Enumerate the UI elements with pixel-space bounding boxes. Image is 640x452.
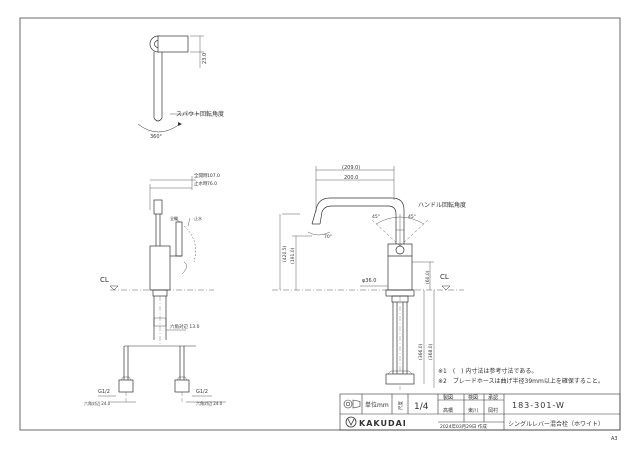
side-label-zen: 全開	[170, 215, 178, 221]
side-view	[98, 176, 226, 404]
side-view-spout-top	[153, 199, 163, 215]
front-angle-left: 45°	[372, 214, 380, 220]
note-2: ※2 ブレードホースは曲げ半径39mm以上を確保すること。	[438, 377, 604, 385]
drawing-border	[19, 17, 621, 431]
top-view-dim: 23.0	[202, 53, 208, 64]
front-cl-label: CL	[440, 273, 449, 281]
front-dim-right-1: (60.0)	[425, 270, 431, 284]
front-dim-height-2: (191.0)	[290, 247, 296, 264]
kakudai-logo-icon	[345, 416, 357, 428]
front-dim-inner: 200.0	[344, 175, 358, 181]
title-block	[339, 393, 621, 431]
front-dim-outer: (209.0)	[342, 165, 360, 171]
front-angle-spout: 70°	[324, 234, 332, 240]
front-body	[387, 243, 413, 291]
front-angle-right: 45°	[408, 214, 416, 220]
side-hex1: 六角対辺 13.0	[170, 323, 200, 330]
sheet-size: A3	[611, 436, 618, 442]
side-dim-row2-label: 止水時	[194, 180, 208, 187]
note-1: ※1 ( ) 内寸法は参考寸法である。	[438, 367, 537, 375]
title-brand: KAKUDAI	[359, 419, 407, 428]
title-scale: 1/4	[414, 402, 429, 412]
side-hex2-right: 六角対辺 24.0	[196, 400, 223, 406]
front-view	[272, 166, 464, 390]
side-dim-row1-value: 107.0	[207, 173, 220, 179]
side-view-lever	[175, 221, 183, 257]
title-name-approve: 岡村	[488, 407, 498, 414]
title-header-draft: 製図	[443, 394, 453, 401]
side-hex2-left: 六角対辺 24.0	[84, 400, 111, 406]
side-cl-label: CL	[100, 276, 109, 284]
title-name-check: 東川	[468, 407, 478, 414]
side-dim-row2-value: 76.0	[207, 181, 217, 187]
title-name-draft: 高橋	[443, 407, 453, 414]
side-view-body	[149, 245, 171, 291]
side-thread-left: G1/2	[98, 389, 110, 395]
title-product-name: シングルレバー混合栓（ホワイト）	[508, 420, 604, 428]
title-header-check: 検図	[468, 394, 478, 401]
spout-rotation-label: スパウト回転角度	[176, 110, 224, 118]
handle-rotation-label: ハンドル回転角度	[418, 201, 466, 209]
top-view-lever	[157, 35, 189, 53]
title-header-approve: 承認	[488, 394, 498, 401]
side-label-shi: 止水	[194, 215, 202, 221]
spout-rotation-angle: 360°	[150, 134, 163, 140]
title-scale-label: 尺度	[397, 401, 404, 410]
front-dim-right-2: (366.0)	[418, 343, 424, 360]
front-spout	[311, 197, 405, 244]
side-thread-right: G1/2	[196, 389, 208, 395]
front-dim-height-total: (420.5)	[282, 245, 288, 262]
top-view	[137, 35, 204, 133]
title-part-no: 183-301-W	[512, 401, 565, 410]
front-dim-right-3: (368.0)	[428, 343, 434, 360]
side-dim-row1-label: 全開時	[194, 172, 208, 179]
front-dim-dia: φ36.0	[362, 278, 376, 284]
title-unit: 単位mm	[365, 401, 389, 409]
title-date: 2024年03月29日 作成	[440, 423, 487, 430]
